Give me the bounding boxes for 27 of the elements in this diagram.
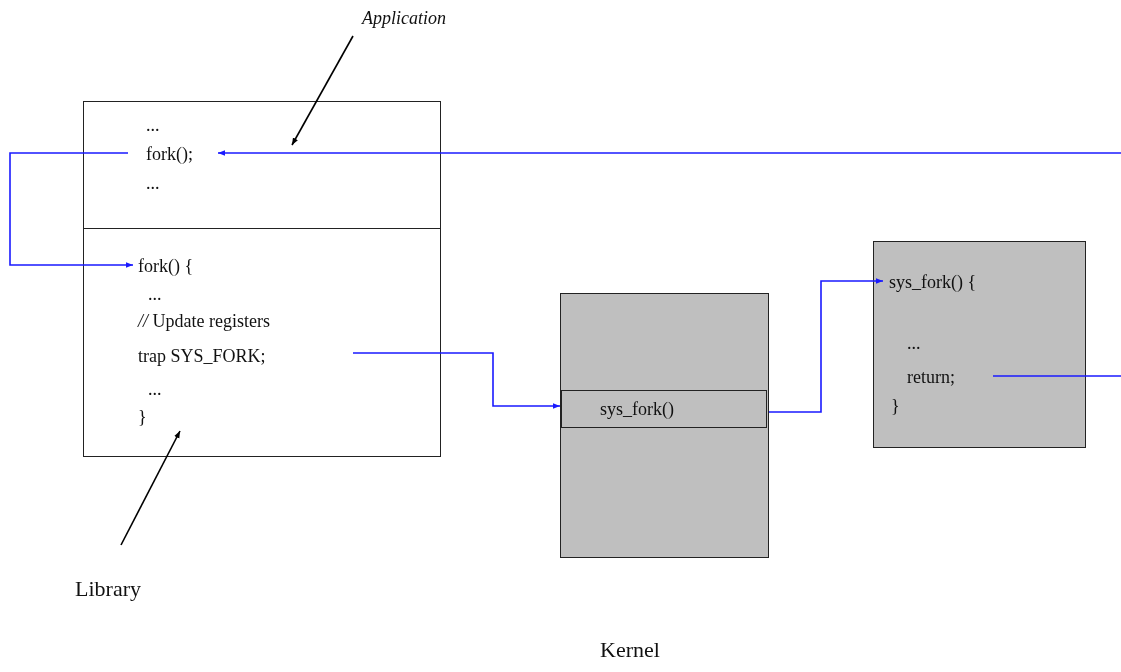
code-line: ... — [148, 379, 162, 399]
code-line: ... — [148, 284, 162, 304]
code-line: ... — [146, 115, 160, 135]
code-box — [873, 241, 1086, 448]
code-line: return; — [907, 367, 955, 387]
layer-label: Kernel — [600, 640, 660, 660]
arrow — [217, 150, 1121, 156]
layer-label: Library — [75, 576, 141, 602]
code-line: } — [891, 396, 900, 416]
code-line: fork(); — [146, 144, 193, 164]
arrow — [768, 278, 884, 413]
layer-label: Application — [362, 8, 446, 29]
system-call-table — [560, 293, 769, 558]
code-line: // Update registers — [138, 311, 270, 331]
code-box — [83, 101, 441, 229]
arrow — [9, 152, 134, 268]
arrow — [352, 352, 561, 409]
leader-line — [120, 430, 181, 546]
code-line: ... — [907, 333, 921, 353]
leader-line — [291, 35, 354, 146]
code-line: } — [138, 407, 147, 427]
table-row: sys_fork() — [561, 390, 767, 428]
code-box — [83, 228, 441, 457]
code-line: sys_fork() { — [889, 272, 977, 292]
code-line: ... — [146, 173, 160, 193]
code-line: trap SYS_FORK; — [138, 346, 266, 366]
code-line: fork() { — [138, 256, 194, 276]
